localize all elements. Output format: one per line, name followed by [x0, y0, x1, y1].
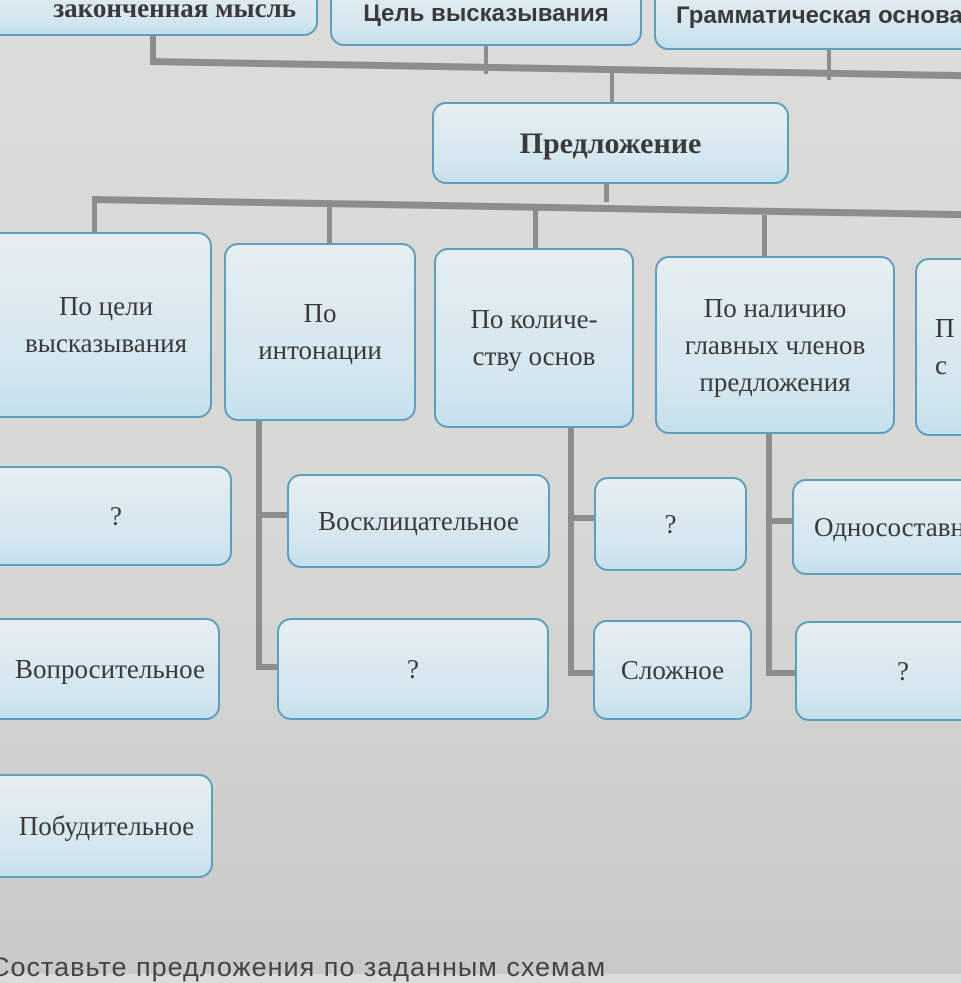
- connector: [150, 30, 156, 64]
- box-label: Сложное: [620, 654, 725, 685]
- box-label: Односоставное: [814, 511, 961, 542]
- root-sentence: Предложение: [432, 102, 789, 184]
- connector: [568, 425, 574, 675]
- box-label: главных членов: [684, 329, 866, 360]
- box-label: ству основ: [472, 341, 596, 371]
- connector: [610, 72, 614, 106]
- box-label: По: [303, 298, 337, 328]
- box-label: ?: [664, 508, 677, 539]
- child-complex: Сложное: [593, 620, 752, 720]
- box-label: По наличию: [703, 292, 847, 323]
- connector: [568, 670, 596, 676]
- box-label: с: [935, 350, 947, 380]
- connector: [766, 670, 796, 676]
- connector: [827, 50, 831, 80]
- connector: [766, 518, 794, 524]
- exercise-caption: Составьте предложения по заданным схемам: [0, 952, 607, 982]
- box-label: высказывания: [24, 328, 188, 358]
- category-bases: По количе-ству основ: [434, 248, 634, 428]
- top-box-complete-thought: законченная мысль: [0, 0, 318, 36]
- connector: [92, 196, 97, 240]
- box-label: ?: [407, 653, 419, 684]
- connector: [256, 512, 288, 518]
- connector: [256, 664, 280, 670]
- answer-box-bases-1[interactable]: ?: [594, 477, 747, 571]
- child-imperative: Побудительное: [0, 774, 213, 878]
- connector: [604, 180, 609, 202]
- connector: [150, 58, 961, 80]
- connector: [762, 215, 767, 260]
- box-label: Грамматическая основа: [676, 1, 961, 29]
- category-purpose: По цели высказывания: [0, 232, 212, 418]
- box-label: законченная мысль: [53, 0, 296, 23]
- answer-box-main-members-2[interactable]: ?: [795, 621, 961, 721]
- connector: [533, 210, 538, 250]
- connector: [256, 415, 262, 670]
- box-label: Цель высказывания: [363, 0, 609, 27]
- child-one-part: Односоставное: [792, 479, 961, 575]
- top-box-purpose: Цель высказывания: [330, 0, 642, 46]
- root-label: Предложение: [519, 126, 702, 160]
- connector: [484, 44, 488, 74]
- category-main-members: По наличию главных членов предложения: [655, 256, 895, 434]
- connector: [766, 430, 772, 675]
- box-label: Побудительное: [18, 810, 195, 841]
- connector: [92, 196, 961, 219]
- box-label: П: [935, 313, 955, 343]
- category-intonation: По интонации: [224, 243, 416, 421]
- child-interrogative: Вопросительное: [0, 618, 220, 720]
- top-box-grammar-base: Грамматическая основа: [654, 0, 961, 50]
- box-label: По цели: [58, 291, 154, 321]
- box-label: интонации: [258, 335, 382, 365]
- connector: [327, 205, 332, 245]
- box-label: ?: [897, 655, 909, 686]
- box-label: ?: [110, 500, 122, 531]
- box-label: Вопросительное: [15, 653, 205, 684]
- box-label: По количе-: [470, 304, 598, 334]
- box-label: Восклицательное: [318, 505, 519, 536]
- box-label: предложения: [699, 366, 851, 397]
- child-exclamatory: Восклицательное: [287, 474, 550, 568]
- answer-box-purpose-1[interactable]: ?: [0, 466, 232, 566]
- answer-box-intonation-2[interactable]: ?: [277, 618, 549, 720]
- connector: [568, 515, 596, 521]
